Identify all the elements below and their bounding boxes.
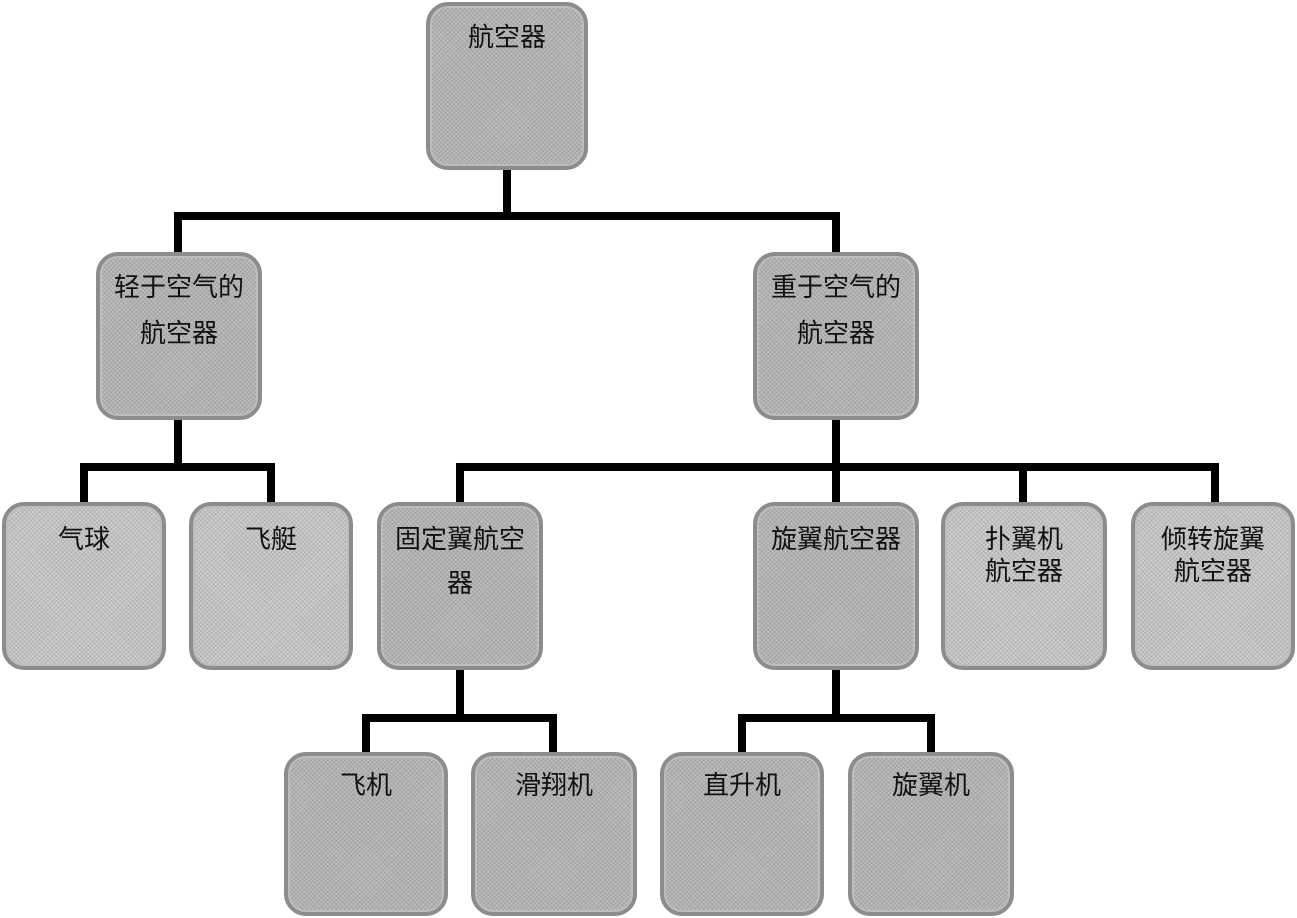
node-fixed-wing-label-line2: 器 xyxy=(446,569,473,599)
node-gyroplane: 旋翼机 xyxy=(848,752,1014,916)
node-heavier-than-air-label-line1: 重于空气的 xyxy=(770,273,901,303)
node-airplane-label: 飞机 xyxy=(339,771,392,801)
node-rotary-wing-label: 旋翼航空器 xyxy=(770,525,901,555)
node-heavier-than-air: 重于空气的 航空器 xyxy=(753,252,919,420)
node-fixed-wing: 固定翼航空 器 xyxy=(377,502,543,670)
node-aircraft-label: 航空器 xyxy=(467,23,546,53)
node-lighter-than-air: 轻于空气的 航空器 xyxy=(96,252,262,420)
node-ornithopter-label-line1: 扑翼机 xyxy=(984,525,1063,555)
node-airplane: 飞机 xyxy=(284,752,448,916)
node-gyroplane-label: 旋翼机 xyxy=(891,771,970,801)
node-helicopter-label: 直升机 xyxy=(702,771,781,801)
node-ornithopter: 扑翼机 航空器 xyxy=(941,502,1107,670)
node-balloon: 气球 xyxy=(2,502,166,670)
node-lighter-than-air-label-line2: 航空器 xyxy=(139,319,218,349)
node-tiltrotor-label-line2: 航空器 xyxy=(1173,557,1252,587)
node-helicopter: 直升机 xyxy=(660,752,824,916)
node-airship-label: 飞艇 xyxy=(244,525,297,555)
node-fixed-wing-label-line1: 固定翼航空 xyxy=(394,525,525,555)
node-airship: 飞艇 xyxy=(189,502,353,670)
node-glider-label: 滑翔机 xyxy=(514,771,593,801)
node-heavier-than-air-label-line2: 航空器 xyxy=(796,319,875,349)
node-ornithopter-label-line2: 航空器 xyxy=(984,557,1063,587)
node-aircraft: 航空器 xyxy=(426,2,588,170)
node-tiltrotor-label-line1: 倾转旋翼 xyxy=(1160,525,1265,555)
node-glider: 滑翔机 xyxy=(471,752,637,916)
node-balloon-label: 气球 xyxy=(57,525,110,555)
node-tiltrotor: 倾转旋翼 航空器 xyxy=(1131,502,1295,670)
node-rotary-wing: 旋翼航空器 xyxy=(753,502,919,670)
node-lighter-than-air-label-line1: 轻于空气的 xyxy=(113,273,244,303)
